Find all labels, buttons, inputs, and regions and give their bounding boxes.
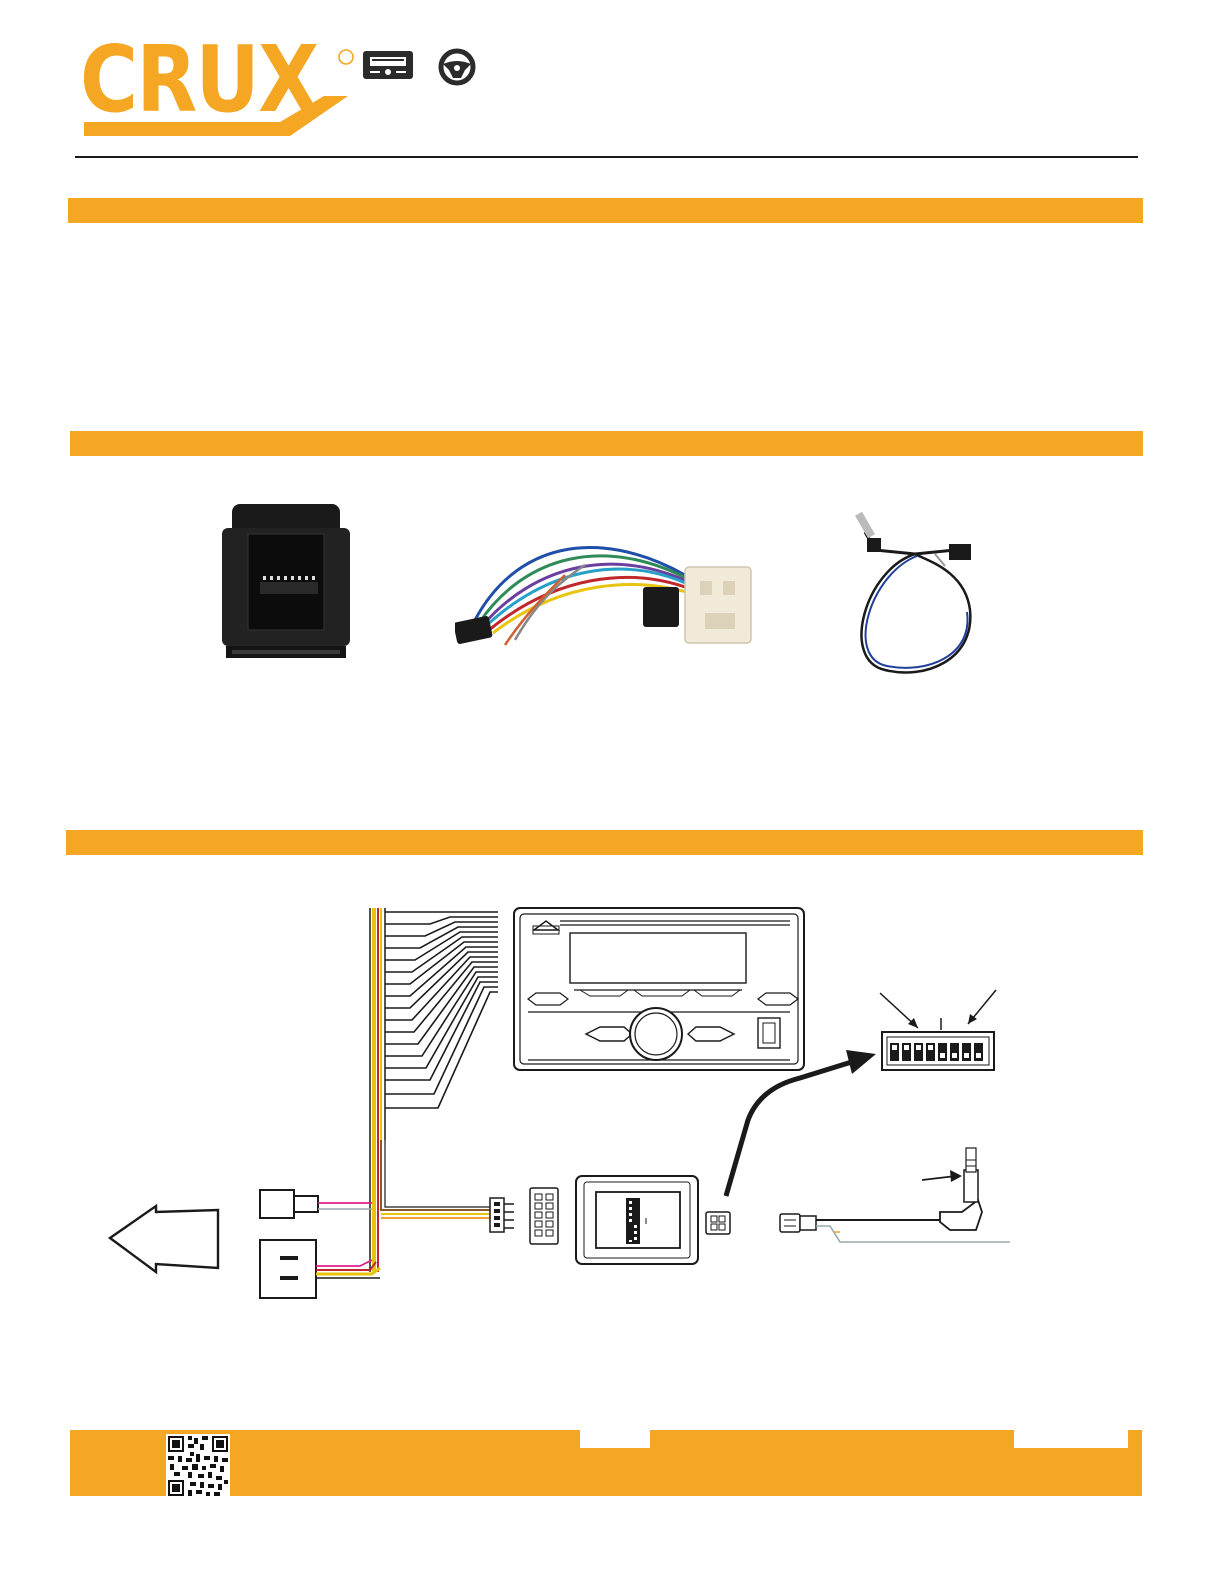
registered-mark-icon [338,49,354,65]
footer-tab-left [70,1430,580,1450]
aftermarket-radio [513,907,805,1071]
interface-module-photo [222,504,350,658]
section-2-banner [70,431,1143,456]
wiring-diagram [107,907,1010,1299]
header: CRUX [0,0,1224,160]
section-1-banner [68,198,1143,223]
qr-code-icon[interactable] [166,1434,230,1498]
header-divider [75,156,1138,158]
module-harness-connector [489,1187,559,1245]
steering-wheel-icon [438,48,476,86]
logo-underline [84,96,348,136]
brown-wire [380,1140,490,1211]
3.5mm-jack-cable [779,1147,1010,1243]
dip-switch-pointer-arrow [723,1057,859,1197]
dip-switch [879,989,997,1071]
radio-icon [363,51,413,79]
wiring-harness-photo [455,546,752,646]
interface-module-diagram [575,1175,731,1265]
vehicle-connectors [259,1189,381,1299]
footer-tab-mid [650,1430,1014,1450]
radio-harness-wires [385,911,498,1109]
crux-logo: CRUX [80,26,319,133]
section-3-banner [66,830,1143,855]
footer-tab-right [1128,1430,1142,1450]
direction-arrow [107,1203,220,1275]
3.5mm-cable-photo [855,511,972,674]
footer-band [70,1448,1142,1496]
